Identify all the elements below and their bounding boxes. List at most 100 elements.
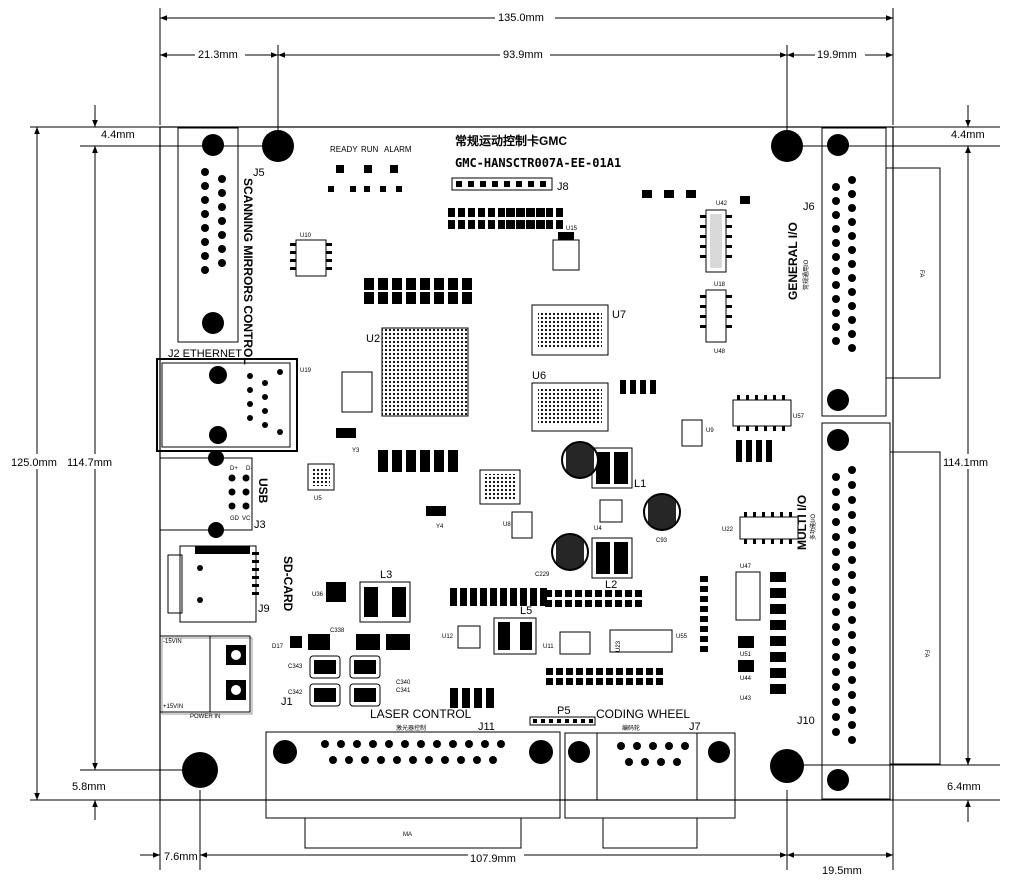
u7-label: U7 bbox=[612, 309, 626, 321]
j11-laser-connector: MA LASER CONTROL 激光器控制 J11 bbox=[265, 707, 561, 849]
u42-u18-u48-chips: U42 U18 U48 bbox=[700, 201, 732, 355]
u47-label: U47 bbox=[740, 564, 752, 570]
dim-bottom-right-margin: 6.4mm bbox=[947, 781, 981, 793]
u8-label: U8 bbox=[503, 522, 511, 528]
u6-label: U6 bbox=[532, 370, 546, 382]
c341-label: C341 bbox=[396, 688, 411, 694]
dim-height-left: 114.7mm bbox=[67, 457, 112, 469]
sd-card-label: SD-CARD bbox=[281, 556, 295, 612]
j6-label: J6 bbox=[803, 201, 815, 213]
j5-function-label: SCANNING MIRRORS CONTROL bbox=[241, 178, 255, 365]
j9-sd-card-slot: J9 SD-CARD bbox=[167, 545, 295, 623]
laser-control-cn-label: 激光器控制 bbox=[396, 724, 426, 732]
dim-top-right-margin: 4.4mm bbox=[951, 129, 985, 141]
j5-connector: J5 SCANNING MIRRORS CONTROL bbox=[177, 127, 265, 365]
plus15-label: +15VIN bbox=[163, 704, 183, 710]
j9-label: J9 bbox=[258, 603, 270, 615]
u11-label: U11 bbox=[543, 644, 554, 650]
led-alarm-label: ALARM bbox=[384, 145, 412, 154]
u57-chip: U57 bbox=[732, 395, 805, 431]
dim-bottom-span: 107.9mm bbox=[470, 853, 516, 865]
u7-chip: U7 bbox=[531, 304, 626, 356]
electrolytic-capacitors: C93 C229 bbox=[535, 441, 681, 578]
dim-bottom-left-margin: 5.8mm bbox=[72, 781, 106, 793]
dim-width-total: 135.0mm bbox=[498, 12, 544, 24]
general-io-label: GENERAL I/O bbox=[786, 222, 800, 300]
c338-label: C338 bbox=[330, 628, 345, 634]
u12-label: U12 bbox=[442, 634, 454, 640]
u15-chip: U15 bbox=[552, 226, 580, 271]
coding-wheel-cn-label: 编码轮 bbox=[622, 724, 640, 732]
dim-height-total: 125.0mm bbox=[11, 457, 57, 469]
power-in-label: POWER IN bbox=[190, 714, 220, 720]
u44-u51-u43-chips: U51 U44 U43 bbox=[738, 636, 754, 702]
u43-label: U43 bbox=[740, 696, 752, 702]
u57-label: U57 bbox=[793, 414, 805, 420]
p5-header: P5 bbox=[529, 705, 596, 726]
u2-label: U2 bbox=[366, 333, 380, 345]
j3-label: J3 bbox=[254, 519, 266, 531]
u15-label: U15 bbox=[566, 226, 578, 232]
u51-label: U51 bbox=[740, 652, 752, 658]
general-io-cn-label: 常规通用IO bbox=[802, 259, 810, 290]
dim-bottom-right-offset: 19.5mm bbox=[822, 865, 862, 877]
dim-mid-span: 93.9mm bbox=[503, 49, 543, 61]
led-ready-label: READY bbox=[330, 145, 358, 154]
passive-components bbox=[364, 190, 772, 708]
u18-label: U18 bbox=[714, 282, 726, 288]
usb-label: USB bbox=[256, 478, 270, 504]
dim-bottom-left-offset: 7.6mm bbox=[164, 851, 198, 863]
j2-label: J2 ETHERNET bbox=[168, 348, 242, 360]
j7-coding-wheel-connector: CODING WHEEL 编码轮 J7 bbox=[564, 707, 736, 849]
j7-label: J7 bbox=[689, 721, 701, 733]
dimension-labels: 135.0mm 21.3mm 93.9mm 19.9mm 4.4mm 4.4mm… bbox=[10, 9, 998, 877]
u55-label: U55 bbox=[676, 634, 688, 640]
u10-chip: U10 bbox=[290, 233, 332, 277]
coding-wheel-label: CODING WHEEL bbox=[596, 707, 690, 721]
misc-ics: U5 U19 Y3 Y4 U8 U4 U9 bbox=[300, 368, 714, 539]
board-model: GMC-HANSCTR007A-EE-01A1 bbox=[455, 156, 621, 170]
u12-u11-u23-u55: U12 U11 U23 U55 bbox=[442, 625, 688, 655]
c342-label: C342 bbox=[288, 690, 303, 696]
u9-label: U9 bbox=[706, 428, 714, 434]
l3-label: L3 bbox=[380, 569, 392, 581]
u22-chip: U22 bbox=[722, 512, 799, 544]
l2-label: L2 bbox=[605, 579, 617, 591]
u47-chip: U47 bbox=[735, 564, 786, 694]
u19-label: U19 bbox=[300, 368, 312, 374]
j8-label: J8 bbox=[557, 181, 569, 193]
c93-label: C93 bbox=[656, 538, 668, 544]
j1-power-connector: -15VIN +15VIN POWER IN J1 bbox=[159, 635, 293, 720]
j10-label: J10 bbox=[797, 715, 815, 727]
j8-header: J8 bbox=[451, 177, 569, 193]
j1-label: J1 bbox=[281, 696, 293, 708]
dim-right-offset: 19.9mm bbox=[817, 49, 857, 61]
j6-general-io-connector: FA J6 GENERAL I/O 常规通用IO bbox=[786, 127, 941, 417]
u42-label: U42 bbox=[716, 201, 728, 207]
j3-usb-connector: D+ D- GD VC J3 USB bbox=[159, 450, 270, 538]
svg-text:D-: D- bbox=[246, 466, 252, 472]
svg-text:FA: FA bbox=[923, 650, 929, 657]
inductors: L3 L5 L1 L2 bbox=[359, 447, 646, 655]
dim-top-left-margin: 4.4mm bbox=[101, 129, 135, 141]
power-section: D17 C338 C343 C342 C340 C341 U36 bbox=[272, 582, 411, 707]
multi-io-cn-label: 多功能I/O bbox=[809, 514, 817, 540]
y4-label: Y4 bbox=[436, 524, 444, 530]
u22-label: U22 bbox=[722, 527, 734, 533]
board-title-cn: 常规运动控制卡GMC bbox=[455, 133, 567, 148]
j5-label: J5 bbox=[253, 167, 265, 179]
mounting-holes bbox=[182, 130, 804, 788]
y3-label: Y3 bbox=[352, 448, 360, 454]
u10-label: U10 bbox=[300, 233, 312, 239]
laser-control-label: LASER CONTROL bbox=[370, 707, 472, 721]
svg-text:FA: FA bbox=[918, 270, 924, 277]
u48-label: U48 bbox=[714, 349, 726, 355]
l5-label: L5 bbox=[520, 605, 532, 617]
p5-label: P5 bbox=[557, 705, 570, 717]
u44-label: U44 bbox=[740, 676, 752, 682]
u36-label: U36 bbox=[312, 592, 324, 598]
d17-label: D17 bbox=[272, 644, 284, 650]
svg-text:D+: D+ bbox=[230, 466, 238, 472]
svg-text:VC: VC bbox=[242, 516, 251, 522]
